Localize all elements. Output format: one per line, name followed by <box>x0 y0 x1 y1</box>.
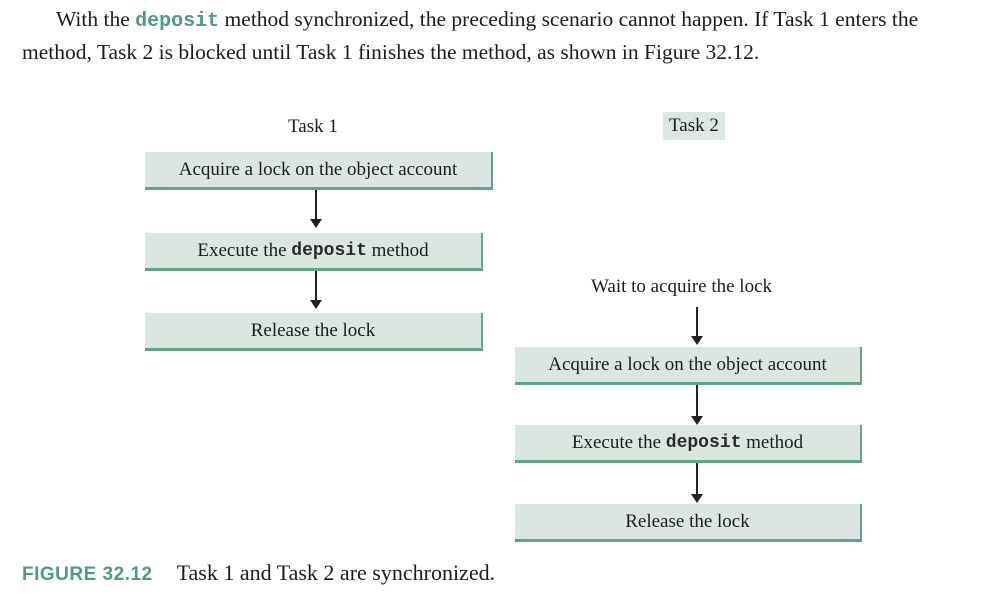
task1-release-lock-box: Release the lock <box>145 313 483 351</box>
task1-execute-box: Execute the deposit method <box>145 233 483 271</box>
task2-release-lock-box: Release the lock <box>515 504 862 542</box>
task1-title: Task 1 <box>288 116 338 137</box>
deposit-code: deposit <box>135 10 220 33</box>
task2-acquire-lock-label: Acquire a lock on the object account <box>548 353 827 375</box>
task2-execute-suffix: method <box>746 431 804 453</box>
task1-execute-prefix: Execute the <box>197 239 287 261</box>
task1-execute-suffix: method <box>371 239 429 261</box>
task1-arrow-1 <box>309 190 323 228</box>
intro-paragraph: With the deposit method synchronized, th… <box>22 4 982 68</box>
task2-acquire-lock-box: Acquire a lock on the object account <box>515 347 862 385</box>
task2-execute-box: Execute the deposit method <box>515 425 862 463</box>
task1-acquire-lock-label: Acquire a lock on the object account <box>178 158 458 180</box>
task2-arrow-2 <box>690 385 704 425</box>
intro-text-start: With the <box>56 7 136 31</box>
task2-execute-prefix: Execute the <box>571 431 662 453</box>
task1-execute-code: deposit <box>291 240 367 261</box>
task2-arrow-3 <box>690 463 704 503</box>
figure-caption: Figure 32.12 Task 1 and Task 2 are synchr… <box>22 560 495 586</box>
task2-arrow-1 <box>690 307 704 345</box>
task2-execute-code: deposit <box>665 432 742 453</box>
intro-text-end: method synchronized, the preceding scena… <box>22 7 919 64</box>
task2-release-lock-label: Release the lock <box>625 510 750 532</box>
task2-title: Task 2 <box>663 112 725 140</box>
task2-wait-label: Wait to acquire the lock <box>591 276 773 297</box>
task1-arrow-2 <box>309 271 323 309</box>
task1-acquire-lock-box: Acquire a lock on the object account <box>145 152 493 190</box>
figure-caption-text: Task 1 and Task 2 are synchronized. <box>176 560 496 585</box>
figure-label: Figure 32.12 <box>22 564 153 585</box>
task1-release-lock-label: Release the lock <box>250 319 376 341</box>
